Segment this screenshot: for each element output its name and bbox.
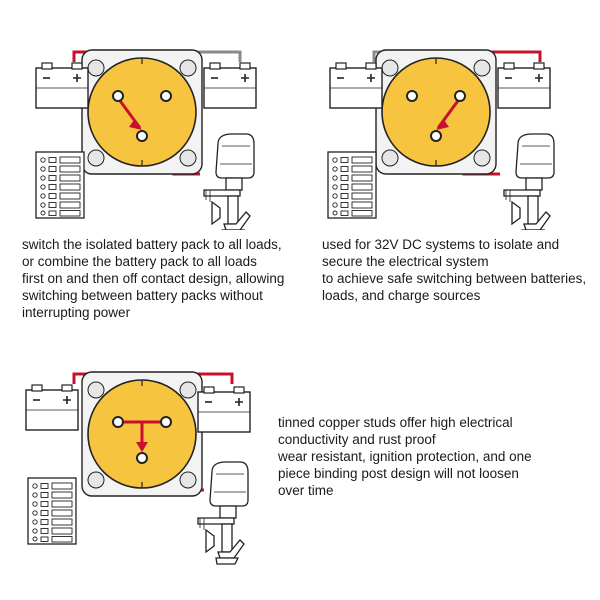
caption-line: conductivity and rust proof [278,432,436,447]
battery-switch-icon [375,49,497,175]
terminal-1 [112,90,124,102]
caption-line: loads, and charge sources [322,288,481,303]
battery-icon [197,386,251,433]
fuse-panel-icon [35,151,85,219]
battery-icon [25,384,79,431]
diagram-isolate [327,49,555,230]
caption-line: secure the electrical system [322,254,489,269]
battery-switch-icon [81,49,203,175]
battery-icon [497,62,551,109]
terminal-common [136,452,148,464]
caption-isolate: used for 32V DC systems to isolate and s… [322,236,586,304]
outboard-motor-icon [203,133,255,230]
caption-line: switch the isolated battery pack to all … [22,237,282,252]
outboard-motor-icon [503,133,555,230]
battery-icon [35,62,89,109]
terminal-2 [454,90,466,102]
diagram-studs [25,371,251,565]
terminal-common [136,130,148,142]
fuse-panel-icon [27,477,77,545]
caption-line: over time [278,483,334,498]
terminal-1 [112,416,124,428]
caption-line: interrupting power [22,305,131,320]
fuse-panel-icon [327,151,377,219]
caption-combine: switch the isolated battery pack to all … [22,236,284,321]
terminal-2 [160,416,172,428]
caption-line: wear resistant, ignition protection, and… [278,449,532,464]
terminal-common [430,130,442,142]
battery-icon [203,62,257,109]
outboard-motor-icon [197,461,249,565]
caption-line: piece binding post design will not loose… [278,466,519,481]
battery-icon [329,62,383,109]
caption-line: first on and then off contact design, al… [22,271,285,286]
caption-line: used for 32V DC systems to isolate and [322,237,560,252]
diagram-combine [35,49,257,230]
caption-line: switching between battery packs without [22,288,263,303]
caption-line: tinned copper studs offer high electrica… [278,415,513,430]
terminal-1 [406,90,418,102]
caption-studs: tinned copper studs offer high electrica… [278,414,532,499]
terminal-2 [160,90,172,102]
caption-line: to achieve safe switching between batter… [322,271,587,286]
caption-line: or combine the battery pack to all loads [22,254,257,269]
